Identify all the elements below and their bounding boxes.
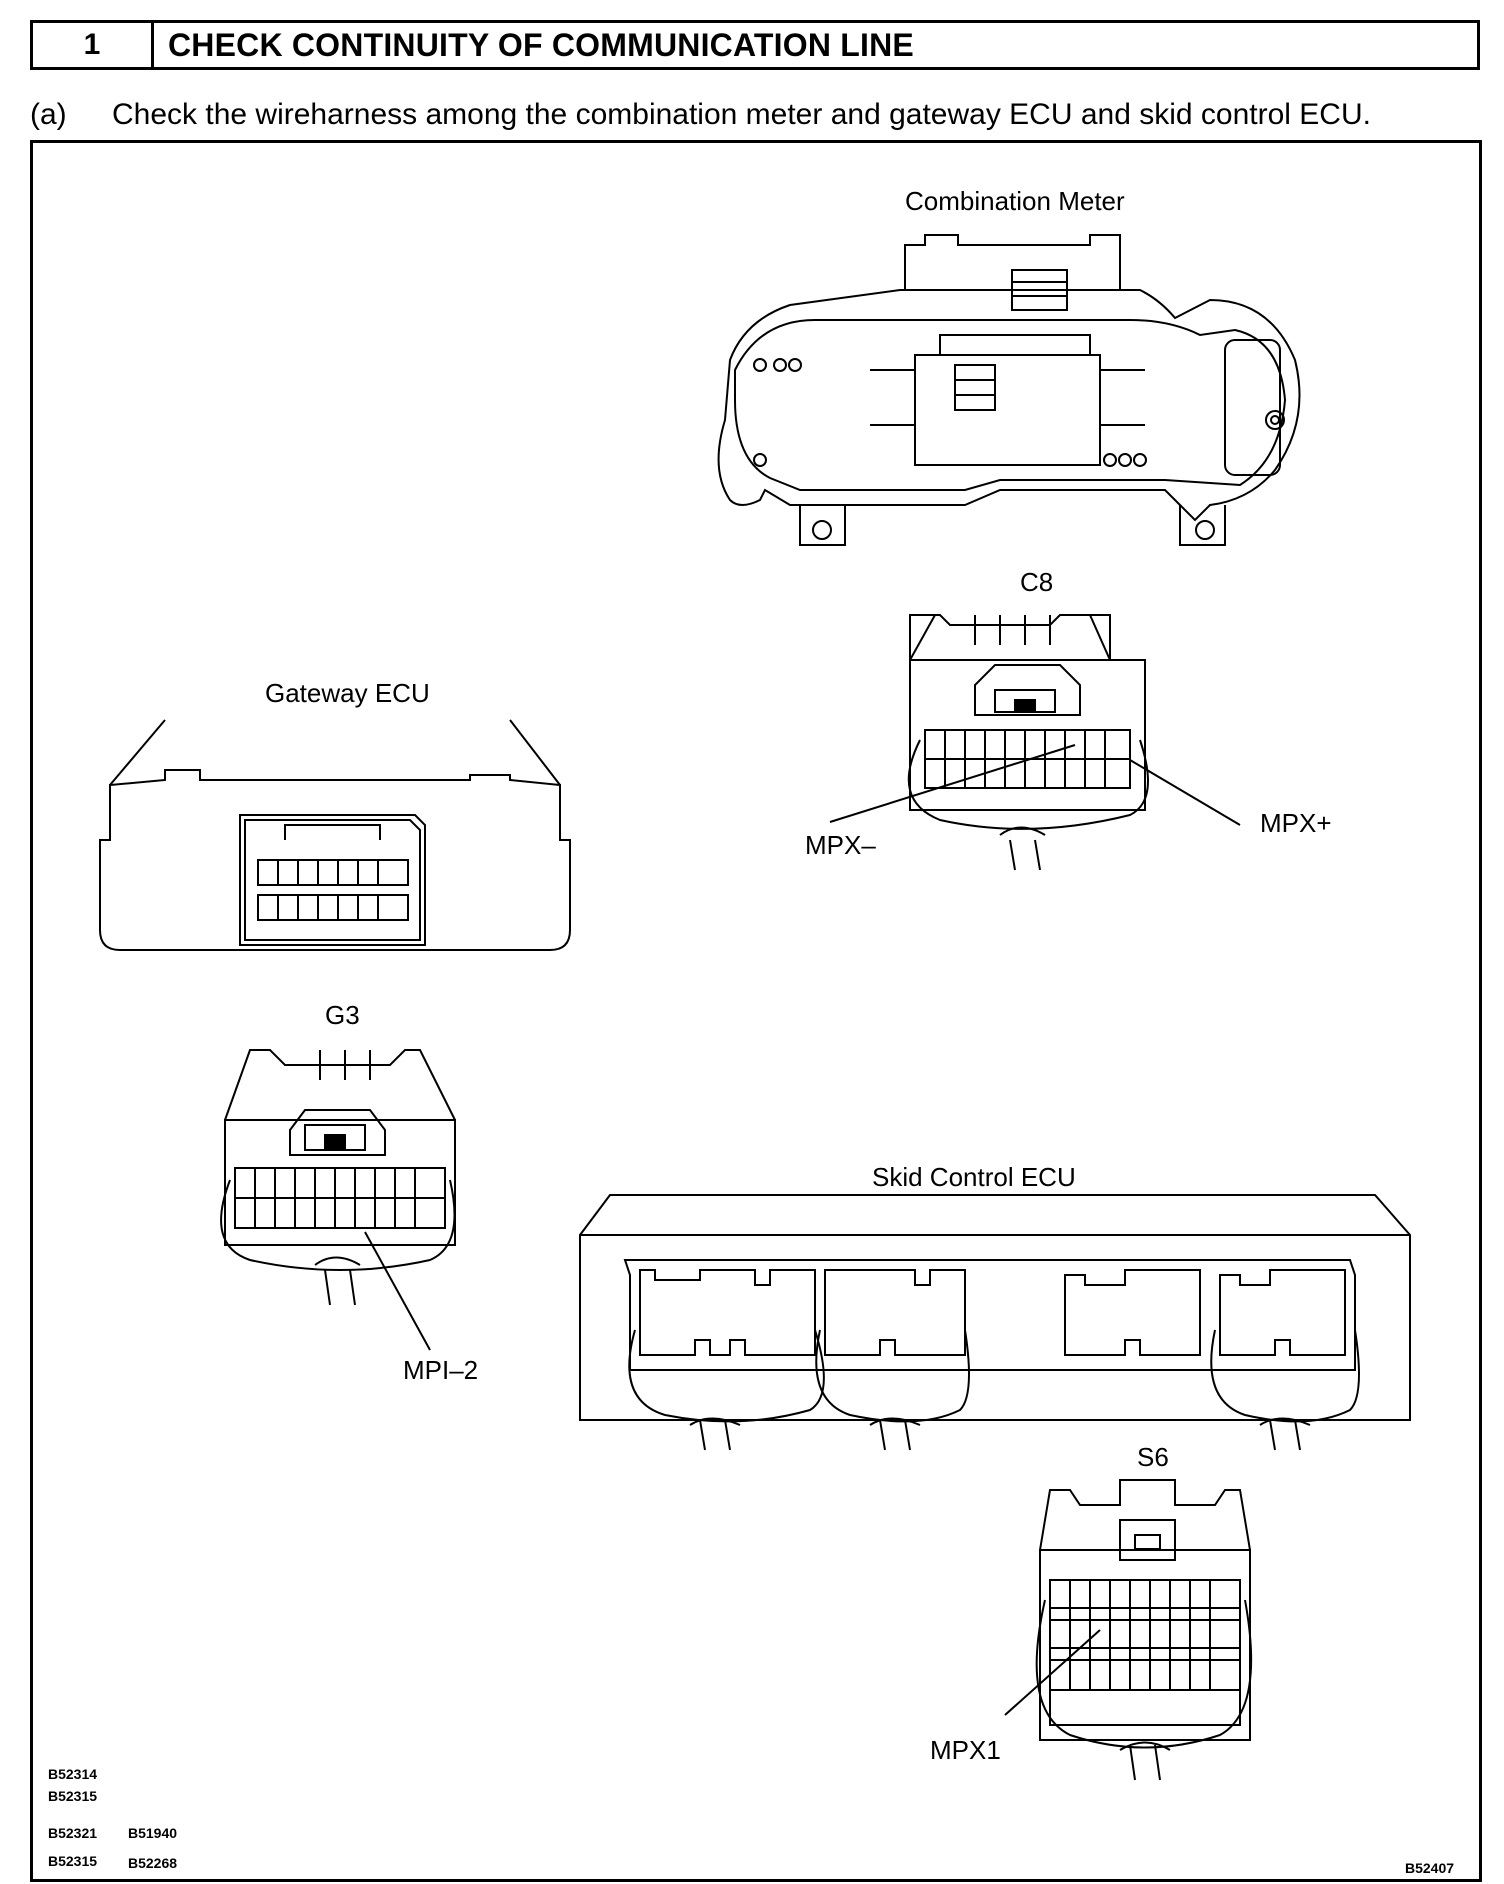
figure-frame: [30, 140, 1482, 1882]
ref-code: B52315: [48, 1853, 98, 1869]
mpx-plus-label: MPX+: [1260, 808, 1332, 838]
skid-control-ecu-drawing: [579, 1194, 1411, 1451]
step-title: CHECK CONTINUITY OF COMMUNICATION LINE: [168, 26, 914, 63]
instruction-label: (a): [30, 98, 67, 131]
ref-code: B52321: [48, 1825, 98, 1841]
gateway-ecu-drawing: [99, 719, 571, 951]
instruction: (a) Check the wireharness among the comb…: [30, 98, 1371, 132]
skid-control-ecu-label: Skid Control ECU: [872, 1162, 1076, 1192]
combination-meter-label: Combination Meter: [905, 186, 1125, 216]
g3-connector-drawing: [220, 1049, 456, 1351]
instruction-text: Check the wireharness among the combinat…: [112, 98, 1371, 131]
ref-code: B51940: [128, 1825, 178, 1841]
mpi2-label: MPI–2: [403, 1355, 479, 1385]
g3-connector-label: G3: [325, 1000, 360, 1030]
s6-connector-drawing: [1004, 1479, 1253, 1781]
mpx-minus-label: MPX–: [805, 830, 876, 860]
c8-connector-drawing: [829, 614, 1241, 871]
c8-connector-label: C8: [1020, 567, 1054, 597]
ref-code: B52268: [128, 1855, 178, 1871]
ref-code: B52315: [48, 1788, 98, 1804]
ref-code: B52314: [48, 1766, 98, 1782]
step-header: 1 CHECK CONTINUITY OF COMMUNICATION LINE: [30, 20, 1480, 70]
s6-connector-label: S6: [1137, 1442, 1169, 1472]
combination-meter-drawing: [717, 234, 1301, 546]
figure-code: B52407: [1405, 1860, 1455, 1876]
mpx1-label: MPX1: [930, 1735, 1001, 1765]
step-number: 1: [33, 23, 154, 67]
gateway-ecu-label: Gateway ECU: [265, 678, 430, 708]
